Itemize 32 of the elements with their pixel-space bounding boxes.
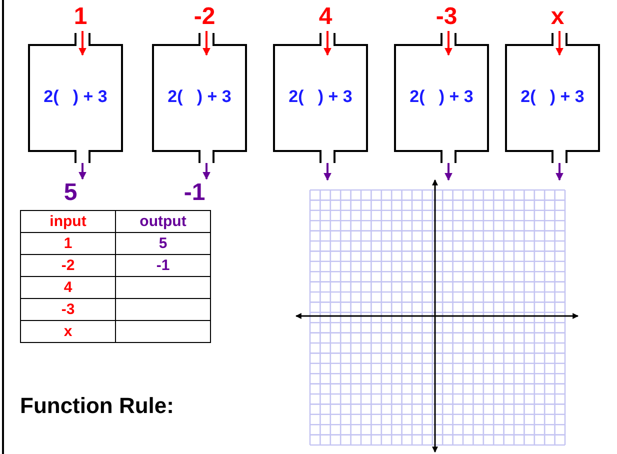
function-rule-text: 2( ) + 3 (166, 87, 232, 107)
arrow (324, 163, 332, 181)
arrow (556, 163, 564, 181)
output-value: 5 (50, 179, 90, 207)
table-cell: 5 (116, 232, 210, 254)
function-rule-text: 2( ) + 3 (520, 87, 586, 107)
input-value: 1 (60, 3, 100, 31)
prompt-text: Function Rule: (20, 393, 174, 419)
arrow (78, 31, 86, 56)
arrow (78, 163, 86, 180)
arrow (202, 163, 210, 180)
input-value: 4 (306, 3, 346, 31)
table-cell: x (20, 320, 116, 342)
arrow (556, 31, 564, 56)
arrow (444, 31, 452, 56)
function-rule-text: 2( ) + 3 (408, 87, 474, 107)
output-value: -1 (174, 179, 214, 207)
arrow (202, 31, 210, 56)
function-rule-text: 2( ) + 3 (288, 87, 354, 107)
table-cell: 4 (20, 276, 116, 298)
table-cell: -1 (116, 254, 210, 276)
table-cell: -3 (20, 298, 116, 320)
function-rule-text: 2( ) + 3 (42, 87, 108, 107)
input-value: -3 (426, 3, 466, 31)
input-value: -2 (184, 3, 224, 31)
arrow (324, 31, 332, 56)
table-cell: 1 (20, 232, 116, 254)
table-cell: -2 (20, 254, 116, 276)
table-cell: output (116, 210, 210, 232)
table-cell: input (20, 210, 116, 232)
input-value: x (538, 3, 578, 31)
arrow (444, 163, 452, 181)
